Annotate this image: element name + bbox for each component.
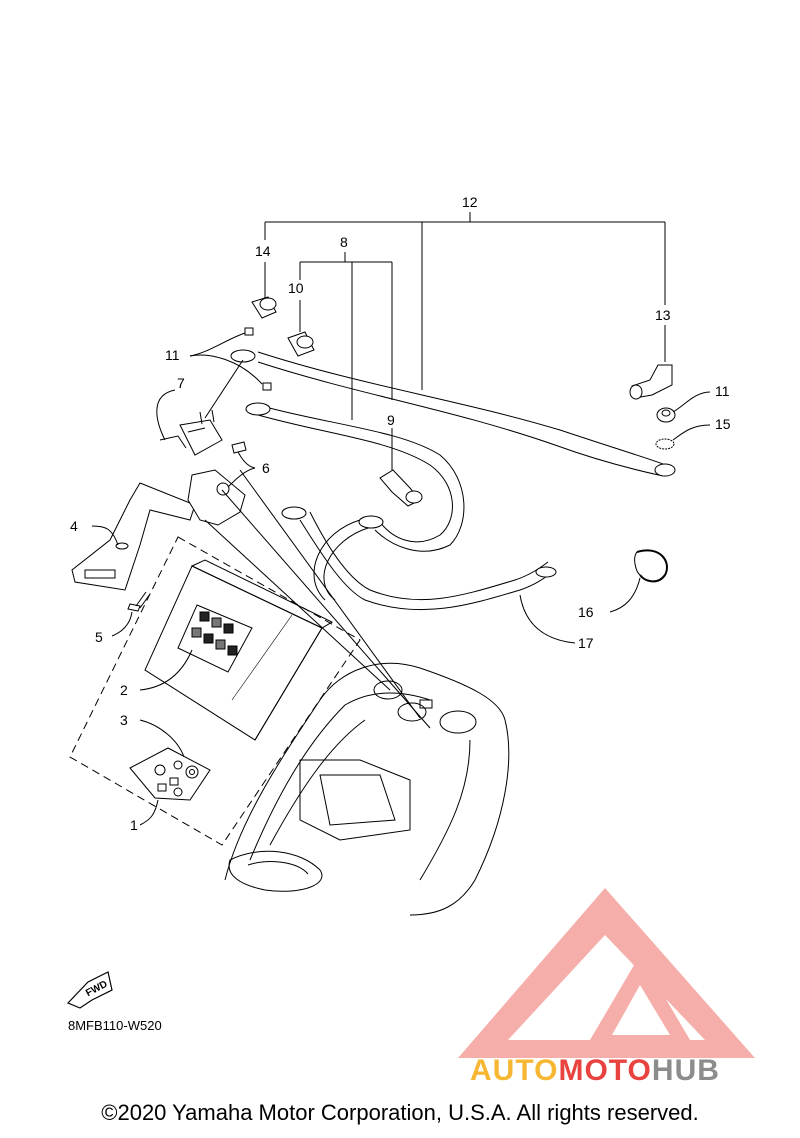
callout-13: 13 — [655, 307, 671, 323]
clip-band — [634, 549, 668, 583]
copyright-notice: ©2020 Yamaha Motor Corporation, U.S.A. A… — [101, 1100, 699, 1125]
terminal-covers — [251, 296, 673, 507]
assembly-box-1 — [69, 536, 361, 846]
callout-6: 6 — [262, 460, 270, 476]
callout-11-left: 11 — [165, 347, 180, 363]
callout-3: 3 — [120, 712, 128, 728]
callout-15: 15 — [715, 416, 731, 432]
callout-1: 1 — [130, 817, 138, 833]
reference-code: 8MFB110-W520 — [68, 1018, 162, 1033]
callout-9: 9 — [387, 412, 395, 428]
cables — [257, 351, 669, 611]
watermark-logo — [458, 888, 755, 1058]
callout-7: 7 — [177, 375, 185, 391]
callout-2: 2 — [120, 682, 128, 698]
bolt — [127, 591, 151, 612]
battery — [144, 559, 334, 741]
relay — [159, 409, 223, 456]
hull-outline — [224, 662, 510, 916]
callout-8: 8 — [340, 234, 348, 250]
hardware-kit — [129, 747, 211, 801]
callout-17: 17 — [578, 635, 594, 651]
callout-11-right: 11 — [715, 383, 730, 399]
callout-16: 16 — [578, 604, 594, 620]
callout-4: 4 — [70, 518, 78, 534]
watermark-moto: MOTO — [558, 1054, 652, 1087]
callout-5: 5 — [95, 629, 103, 645]
terminals — [230, 349, 676, 578]
nuts-washers — [244, 327, 676, 450]
leader-lines — [91, 212, 711, 826]
fwd-arrow: FWD — [66, 971, 113, 1009]
watermark-hub: HUB — [651, 1054, 720, 1087]
battery-bracket — [71, 482, 196, 591]
callout-10: 10 — [288, 280, 304, 296]
watermark-text: AUTOMOTOHUB — [470, 1054, 720, 1088]
watermark-auto: AUTO — [470, 1054, 559, 1087]
callout-14: 14 — [255, 243, 271, 259]
callout-12: 12 — [462, 194, 478, 210]
callout-labels: 1 2 3 4 5 6 7 8 9 10 11 11 12 13 14 15 1… — [70, 194, 731, 833]
